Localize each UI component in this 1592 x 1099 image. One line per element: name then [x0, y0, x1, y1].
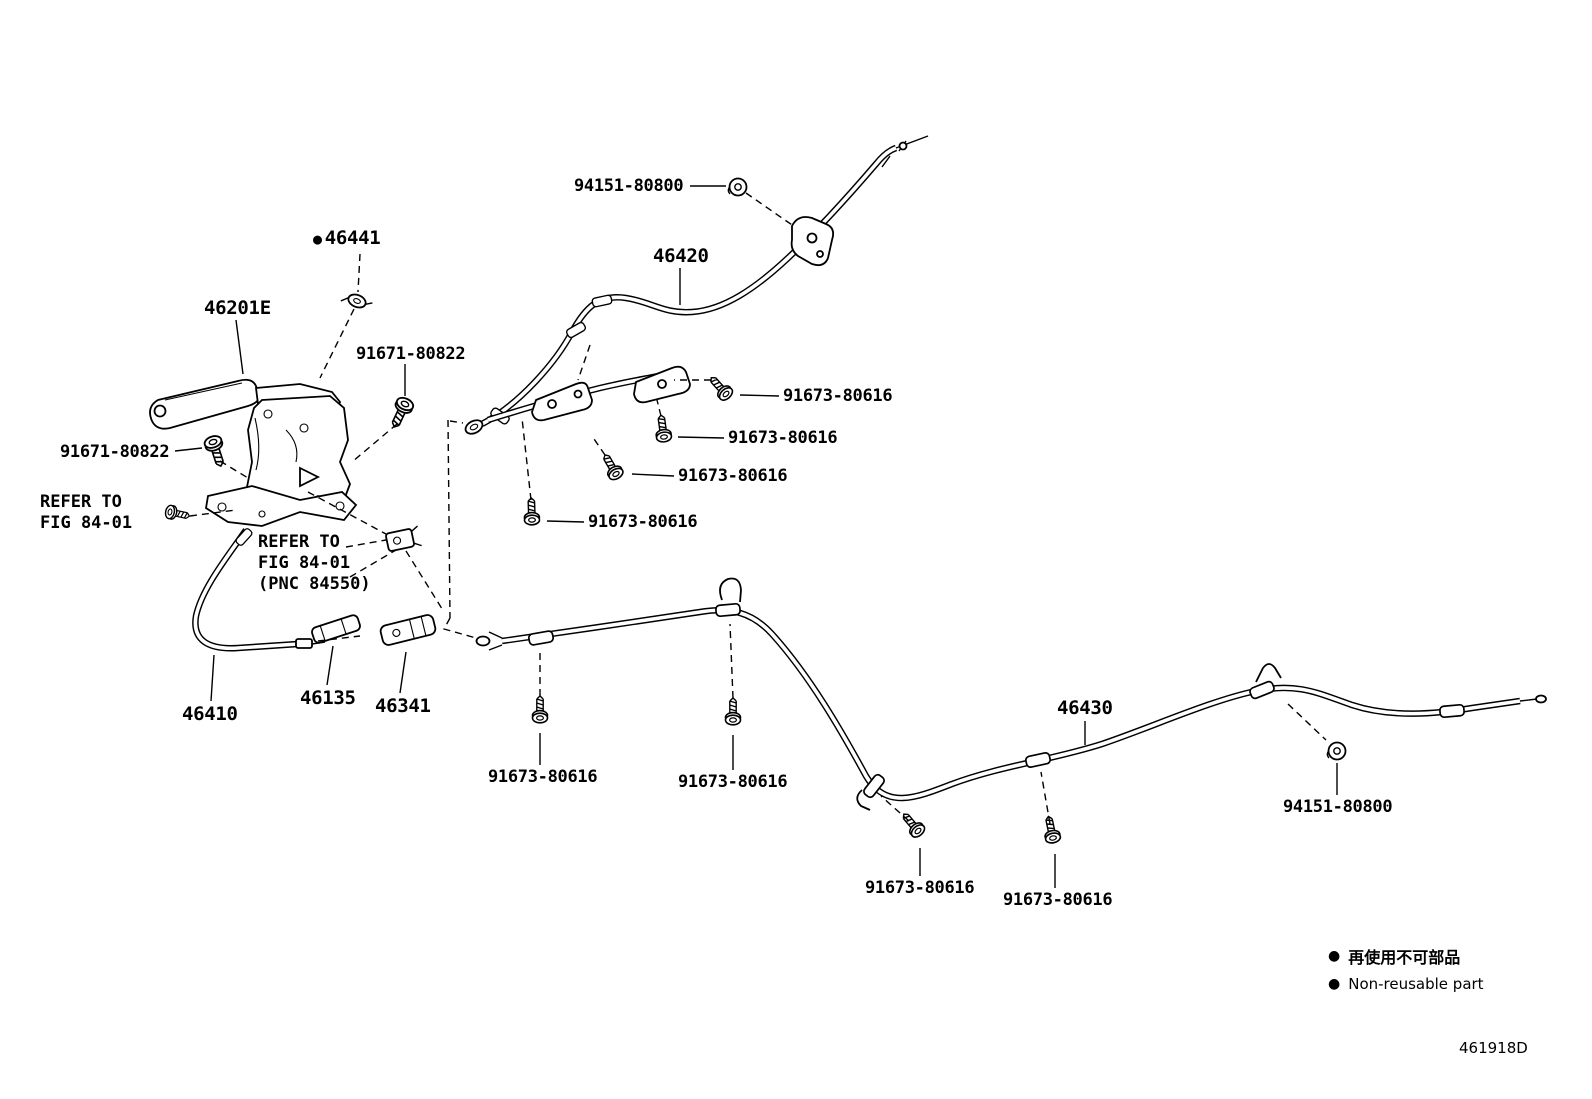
bolt-91673-80616-icon: [597, 450, 626, 483]
callout-94151-80800-top[interactable]: 94151-80800: [574, 176, 684, 196]
cable-clamp-icon: [1247, 679, 1277, 701]
callout-46441[interactable]: ●46441: [313, 227, 381, 249]
callout-91673-80616-2[interactable]: 91673-80616: [728, 428, 838, 448]
cable-clamp-icon: [714, 602, 742, 618]
leader-lines: [174, 185, 1338, 888]
callout-46341[interactable]: 46341: [375, 695, 431, 717]
callout-91673-80616-3[interactable]: 91673-80616: [678, 466, 788, 486]
clamp-pnc-84550: [385, 525, 422, 552]
bolt-91673-80616-icon: [1040, 814, 1063, 846]
note-refer-fig-84-01-pnc-84550: REFER TO FIG 84-01 (PNC 84550): [258, 532, 371, 594]
callout-46430[interactable]: 46430: [1057, 697, 1113, 719]
callout-46410[interactable]: 46410: [182, 703, 238, 725]
callout-46420[interactable]: 46420: [653, 245, 709, 267]
legend-item-jp: ● 再使用不可部品: [1328, 944, 1484, 968]
callout-46135[interactable]: 46135: [300, 687, 356, 709]
callout-91673-80616-4[interactable]: 91673-80616: [588, 512, 698, 532]
legend-jp-text: 再使用不可部品: [1348, 948, 1461, 967]
callout-91673-80616-8[interactable]: 91673-80616: [1003, 890, 1113, 910]
screw-refer-fig-icon: [163, 503, 192, 524]
bolt-91673-80616-icon: [724, 697, 742, 726]
clamp-46135: [311, 614, 361, 644]
cable-guide-brackets: [487, 365, 691, 424]
legend-item-en: ● Non-reusable part: [1328, 975, 1484, 993]
callout-91673-80616-6[interactable]: 91673-80616: [678, 772, 788, 792]
bolt-91673-80616-icon: [522, 496, 541, 526]
note-refer-fig-84-01: REFER TO FIG 84-01: [40, 492, 133, 533]
conduit-cap-icon: [591, 294, 613, 308]
clip-46441: [340, 293, 373, 309]
cable-clamp-icon: [1024, 751, 1052, 769]
bolt-91673-80616-icon: [531, 695, 549, 724]
dashed-assembly-lines: [189, 192, 1327, 825]
conduit-cap-icon: [234, 526, 254, 548]
legend: ● 再使用不可部品 ● Non-reusable part: [1328, 944, 1484, 1000]
grommet-94151-80800-icon: [1326, 741, 1347, 761]
bolt-91673-80616-icon: [652, 413, 673, 444]
callout-91673-80616-1[interactable]: 91673-80616: [783, 386, 893, 406]
non-reusable-bullet-icon: ●: [1328, 976, 1341, 992]
callout-94151-80800-bottom[interactable]: 94151-80800: [1283, 797, 1393, 817]
legend-en-text: Non-reusable part: [1348, 975, 1484, 993]
intermediate-cable: [464, 135, 929, 435]
callout-91673-80616-5[interactable]: 91673-80616: [488, 767, 598, 787]
bolt-91673-80616-icon: [897, 808, 928, 841]
bolt-91671-80822-icon: [385, 394, 417, 432]
clamp-46341: [379, 614, 437, 646]
non-reusable-bullet-icon: ●: [1328, 948, 1341, 964]
grommet-94151-80800-icon: [727, 177, 748, 197]
drawing-number: 461918D: [1459, 1039, 1528, 1057]
cable-clamp-icon: [1438, 703, 1466, 719]
callout-46201e[interactable]: 46201E: [204, 297, 271, 319]
callout-91671-80822-left[interactable]: 91671-80822: [60, 442, 170, 462]
callout-91673-80616-7[interactable]: 91673-80616: [865, 878, 975, 898]
cable-bracket-upper: [790, 216, 835, 267]
bolt-91673-80616-icon: [704, 371, 736, 404]
callout-91671-80822-upper[interactable]: 91671-80822: [356, 344, 466, 364]
non-reusable-bullet-icon: ●: [313, 230, 322, 248]
rear-parking-brake-cable: [475, 577, 1547, 811]
cable-clamp-icon: [527, 629, 555, 647]
parking-brake-lever-assembly: [149, 378, 358, 527]
